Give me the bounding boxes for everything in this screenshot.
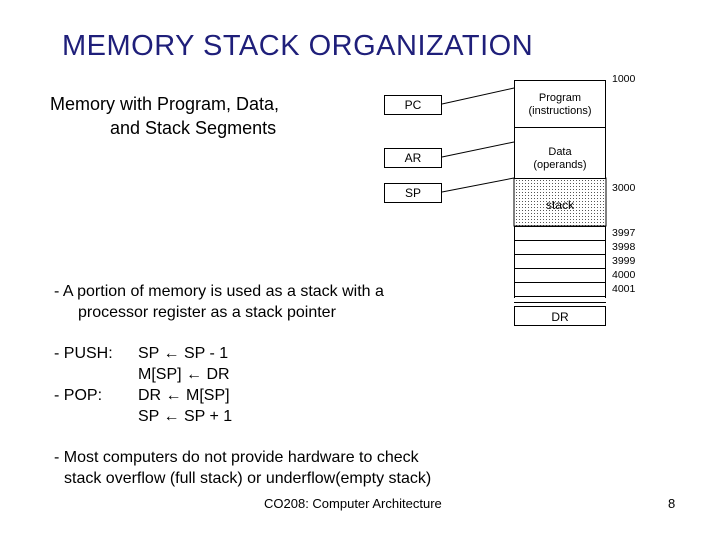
stack-address-list: 3997 3998 3999 4000 4001 [612,226,635,296]
data-sublabel: (operands) [533,159,587,171]
address-4000: 4000 [612,269,636,281]
stack-word-4001 [514,296,606,303]
sp-to-memory-line [441,177,515,193]
dr-register: DR [514,306,606,326]
stack-description: - A portion of memory is used as a stack… [54,281,384,323]
ar-register: AR [384,148,442,168]
sp-register: SP [384,183,442,203]
stack-description-line-1: - A portion of memory is used as a stack… [54,283,384,300]
address-3997: 3997 [612,227,636,239]
slide-subtitle: Memory with Program, Data, and Stack Seg… [50,92,279,140]
stack-description-line-2: processor register as a stack pointer [78,304,336,321]
stack-label: stack [545,198,574,212]
address-4001: 4001 [612,283,636,295]
stack-word-3999 [514,268,606,282]
data-segment: Data (operands) [514,127,606,179]
overflow-note-line-2: stack overflow (full stack) or underflow… [64,470,432,487]
overflow-note-line-1: - Most computers do not provide hardware… [54,449,419,466]
program-label: Program [538,92,582,104]
overflow-note: - Most computers do not provide hardware… [54,447,431,489]
pop-op-2: SP ← SP + 1 [138,408,233,425]
ar-to-memory-line [441,141,515,158]
pc-register: PC [384,95,442,115]
page-number: 8 [668,496,676,511]
data-label: Data [548,146,572,158]
pop-op-1: DR ← M[SP] [138,387,230,404]
stack-memory-region [514,226,606,298]
address-3998: 3998 [612,241,636,253]
address-3999: 3999 [612,255,636,267]
program-sublabel: (instructions) [528,105,592,117]
subtitle-line-1: Memory with Program, Data, [50,94,280,114]
push-op-1: SP ← SP - 1 [138,345,229,362]
slide-title: MEMORY STACK ORGANIZATION [62,30,534,62]
stack-word-rows [514,240,606,303]
push-label: - PUSH: [54,345,113,362]
address-1000: 1000 [612,73,636,85]
stack-operations: SP ← SP - 1 M[SP] ← DR DR ← M[SP] SP ← S… [138,343,232,427]
address-3000: 3000 [612,182,636,194]
subtitle-line-2: and Stack Segments [110,118,277,138]
stack-word-3997 [514,240,606,254]
program-segment: Program (instructions) [514,80,606,128]
pop-label: - POP: [54,387,103,404]
stack-word-3998 [514,254,606,268]
stack-word-4000 [514,282,606,296]
pc-to-memory-line [441,87,515,105]
push-op-2: M[SP] ← DR [138,366,230,383]
slide-footer: CO208: Computer Architecture [264,496,442,511]
